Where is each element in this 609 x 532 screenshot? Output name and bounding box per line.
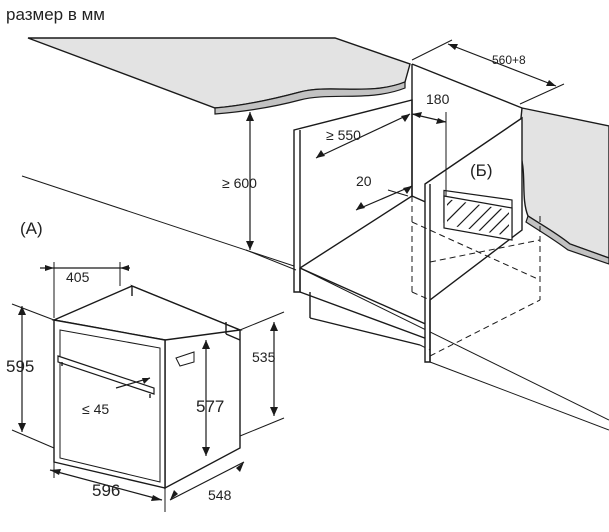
label-oven-width: 596 [92,481,120,500]
label-niche-depth: ≥ 550 [326,127,361,143]
cabinet-right-wall [424,116,523,363]
countertop-right [517,107,609,265]
countertop-left [27,37,411,115]
dim-handle-clearance [115,377,151,389]
label-niche-width: 560+8 [492,53,526,67]
label-rear-gap: 180 [426,91,450,107]
label-oven-front: 405 [66,269,90,285]
dim-oven-height [11,303,55,449]
dim-rear-gap [411,112,447,196]
marker-oven: (A) [20,219,43,238]
dim-niche-height [245,112,297,271]
oven-body [51,284,243,490]
caption-text: размер в мм [6,5,105,24]
dim-niche-depth [315,113,411,159]
label-niche-height: ≥ 600 [222,175,257,191]
label-oven-depth: 548 [208,487,232,503]
label-oven-height: 595 [6,357,34,376]
dim-oven-front [40,262,130,318]
dim-oven-width [49,462,163,501]
dim-niche-width [411,39,565,105]
marker-vent: (Б) [470,161,492,180]
dim-oven-door-height [202,340,210,456]
vent-opening [443,195,513,241]
label-oven-body-height: 535 [252,349,276,365]
dim-oven-body-height [239,311,285,437]
label-handle-clearance: ≤ 45 [82,401,109,417]
hidden-niche-outline [411,196,541,357]
dim-floor-offset [355,185,413,211]
dim-oven-depth [164,461,245,512]
label-floor-offset: 20 [356,173,372,189]
label-oven-door-height: 577 [196,397,224,416]
